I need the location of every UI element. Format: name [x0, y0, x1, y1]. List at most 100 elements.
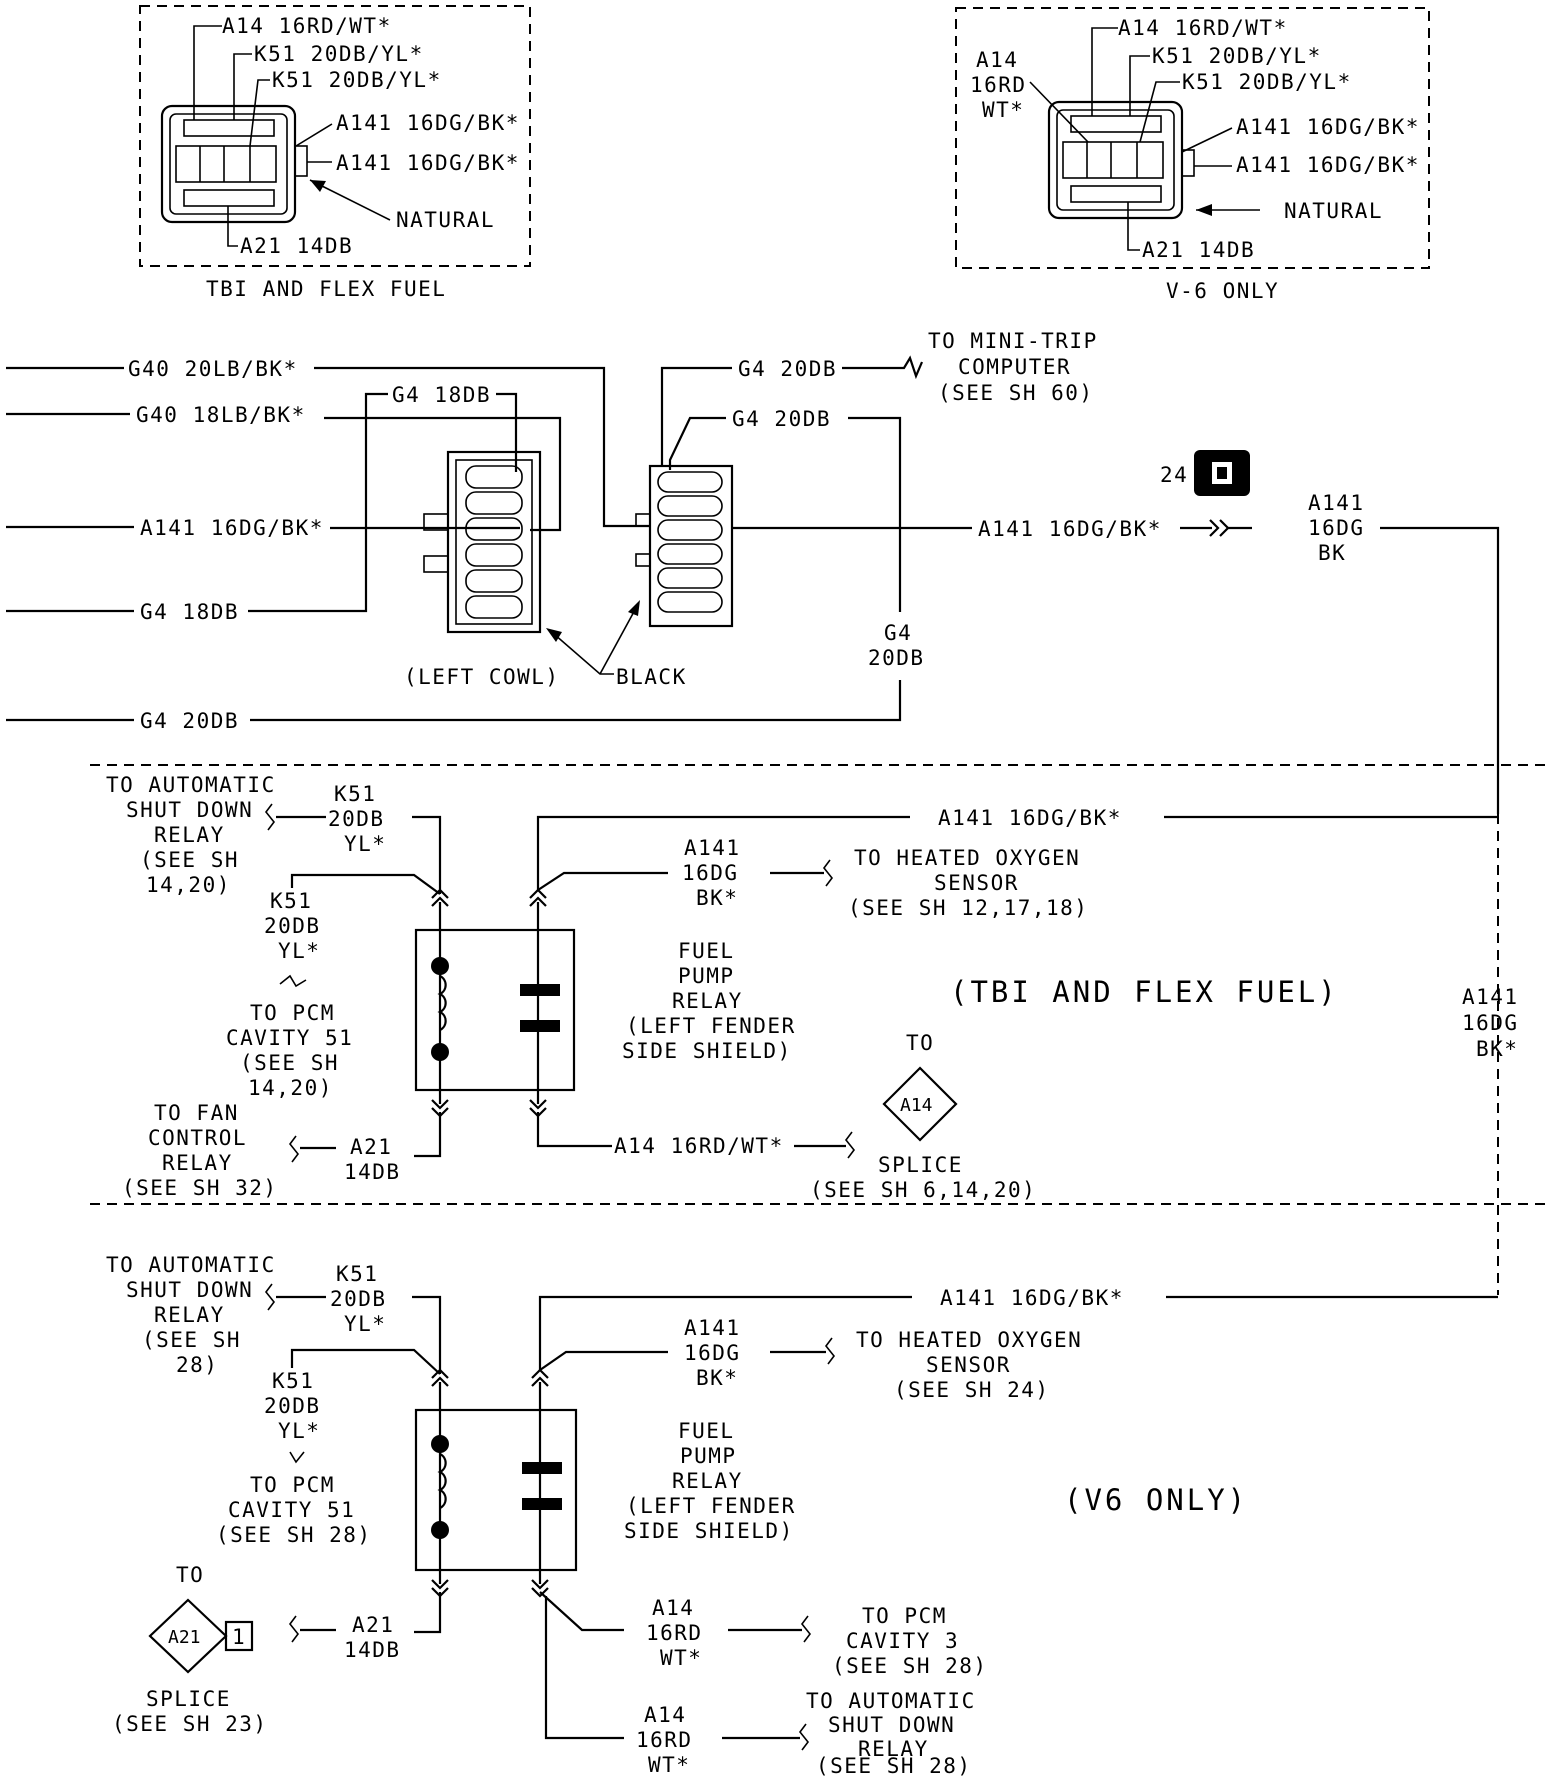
v6-o2-2: SENSOR: [926, 1353, 1011, 1377]
v6-splice-num: 1: [232, 1625, 246, 1649]
wire-a141-left: A141 16DG/BK*: [140, 516, 324, 540]
tbi-relay-4: (LEFT FENDER: [626, 1014, 796, 1038]
tbi-pcm-4: 14,20): [248, 1076, 333, 1100]
inset-v6-natural: NATURAL: [1284, 199, 1383, 223]
wire-g4-20-vert-1: G4: [884, 621, 912, 645]
v6-asd2-1: TO AUTOMATIC: [806, 1689, 976, 1713]
right-wire-1: A141: [1462, 985, 1519, 1009]
tbi-a141-o2-3: BK*: [696, 886, 738, 910]
inset-tbi-k51-2: K51 20DB/YL*: [272, 68, 442, 92]
wire-a141-right-2: 16DG: [1308, 516, 1365, 540]
tbi-k51-b-1: K51: [270, 889, 312, 913]
inset-tbi-natural: NATURAL: [396, 208, 495, 232]
v6-a14-a-2: 16RD: [646, 1621, 703, 1645]
tbi-k51-b-2: 20DB: [264, 914, 321, 938]
v6-a14-b-3: WT*: [648, 1753, 690, 1776]
left-cowl-label: (LEFT COWL): [404, 665, 560, 689]
inset-v6-k51-2: K51 20DB/YL*: [1182, 70, 1352, 94]
mini-trip-3: (SEE SH 60): [938, 381, 1094, 405]
tbi-asd-1: TO AUTOMATIC: [106, 773, 276, 797]
wire-g4-20-top1: G4 20DB: [738, 357, 837, 381]
v6-to: TO: [176, 1563, 204, 1587]
v6-a141-o2-3: BK*: [696, 1366, 738, 1390]
tbi-a141-top: A141 16DG/BK*: [938, 806, 1122, 830]
inset-v6-a14-side-2: 16RD: [970, 73, 1027, 97]
v6-k51-a-2: 20DB: [330, 1287, 387, 1311]
ground-icon: [1194, 450, 1250, 496]
v6-section: (V6 ONLY) TO AUTOMATIC SHUT DOWN RELAY (…: [106, 1253, 1498, 1776]
v6-a14-b-2: 16RD: [636, 1728, 693, 1752]
wire-g40-20: G40 20LB/BK*: [128, 357, 298, 381]
left-cowl-pins: [465, 465, 523, 619]
inset-v6-a21: A21 14DB: [1142, 238, 1255, 262]
v6-pcm3-2: CAVITY 3: [846, 1629, 959, 1653]
inset-tbi: A14 16RD/WT* K51 20DB/YL* K51 20DB/YL* A…: [139, 5, 531, 301]
v6-splice-2: (SEE SH 23): [112, 1712, 268, 1736]
inset-v6-caption: V-6 ONLY: [1166, 279, 1279, 303]
tbi-splice-diamond: [882, 1066, 958, 1142]
tbi-a21-1: A21: [350, 1135, 392, 1159]
v6-asd2-3: RELAY: [858, 1737, 929, 1761]
v6-k51-b-1: K51: [272, 1369, 314, 1393]
v6-k51-b-2: 20DB: [264, 1394, 321, 1418]
inset-tbi-border: [139, 5, 531, 267]
tbi-relay-contact-1: [520, 984, 560, 996]
inset-tbi-k51-1: K51 20DB/YL*: [254, 42, 424, 66]
tbi-section: (TBI AND FLEX FUEL) TO AUTOMATIC SHUT DO…: [106, 773, 1498, 1202]
tbi-relay-coil-dot-bottom: [431, 1043, 449, 1061]
tbi-a21-2: 14DB: [344, 1160, 401, 1184]
tbi-relay-1: FUEL: [678, 939, 735, 963]
tbi-fan-4: (SEE SH 32): [122, 1176, 278, 1200]
tbi-k51-a-3: YL*: [344, 832, 386, 856]
v6-pcm-1: TO PCM: [250, 1473, 335, 1497]
v6-splice-1: SPLICE: [146, 1687, 231, 1711]
wire-g4-20-vert-2: 20DB: [868, 646, 925, 670]
tbi-splice-2: (SEE SH 6,14,20): [810, 1178, 1036, 1202]
right-wire-2: 16DG: [1462, 1011, 1519, 1035]
tbi-section-title: (TBI AND FLEX FUEL): [950, 975, 1339, 1009]
inset-tbi-a14: A14 16RD/WT*: [222, 14, 392, 38]
tbi-o2-2: SENSOR: [934, 871, 1019, 895]
v6-a14-a-3: WT*: [660, 1646, 702, 1670]
v6-k51-a-3: YL*: [344, 1312, 386, 1336]
v6-pcm3-3: (SEE SH 28): [832, 1654, 988, 1678]
v6-relay-2: PUMP: [680, 1444, 737, 1468]
wire-g40-18: G40 18LB/BK*: [136, 403, 306, 427]
wire-a141-mid: A141 16DG/BK*: [978, 517, 1162, 541]
v6-relay-1: FUEL: [678, 1419, 735, 1443]
inset-v6-k51-1: K51 20DB/YL*: [1152, 44, 1322, 68]
tbi-pcm-2: CAVITY 51: [226, 1026, 353, 1050]
v6-a141-top: A141 16DG/BK*: [940, 1286, 1124, 1310]
inset-v6-connector: [1047, 100, 1195, 220]
mini-trip-2: COMPUTER: [958, 355, 1071, 379]
v6-splice-box: [224, 1620, 254, 1652]
v6-o2-3: (SEE SH 24): [894, 1378, 1050, 1402]
v6-fuel-pump-relay: [414, 1368, 578, 1598]
v6-section-title: (V6 ONLY): [1064, 1483, 1248, 1517]
v6-k51-a-1: K51: [336, 1262, 378, 1286]
right-wire-3: BK*: [1476, 1037, 1518, 1061]
v6-relay-4: (LEFT FENDER: [626, 1494, 796, 1518]
mini-trip-1: TO MINI-TRIP: [928, 329, 1098, 353]
tbi-fan-3: RELAY: [162, 1151, 233, 1175]
v6-a14-b-1: A14: [644, 1703, 686, 1727]
tbi-relay-contact-2: [520, 1020, 560, 1032]
inline-connector-pins: [657, 471, 723, 613]
tbi-relay-2: PUMP: [678, 964, 735, 988]
tbi-splice-id: A14: [900, 1095, 933, 1116]
tbi-pcm-1: TO PCM: [250, 1001, 335, 1025]
tbi-fuel-pump-relay: [414, 888, 576, 1118]
v6-relay-3: RELAY: [672, 1469, 743, 1493]
wire-g4-20-top2: G4 20DB: [732, 407, 831, 431]
tbi-a14: A14 16RD/WT*: [614, 1134, 784, 1158]
v6-pcm3-1: TO PCM: [862, 1604, 947, 1628]
wire-g4-18-top: G4 18DB: [392, 383, 491, 407]
tbi-asd-4: (SEE SH: [140, 848, 239, 872]
inset-v6-a14-side-1: A14: [976, 48, 1018, 72]
v6-a14-a-1: A14: [652, 1596, 694, 1620]
inset-tbi-a141-2: A141 16DG/BK*: [336, 151, 520, 175]
v6-asd2-2: SHUT DOWN: [828, 1713, 955, 1737]
v6-pcm-2: CAVITY 51: [228, 1498, 355, 1522]
tbi-a141-o2-2: 16DG: [682, 861, 739, 885]
inset-tbi-a21: A21 14DB: [240, 234, 353, 258]
